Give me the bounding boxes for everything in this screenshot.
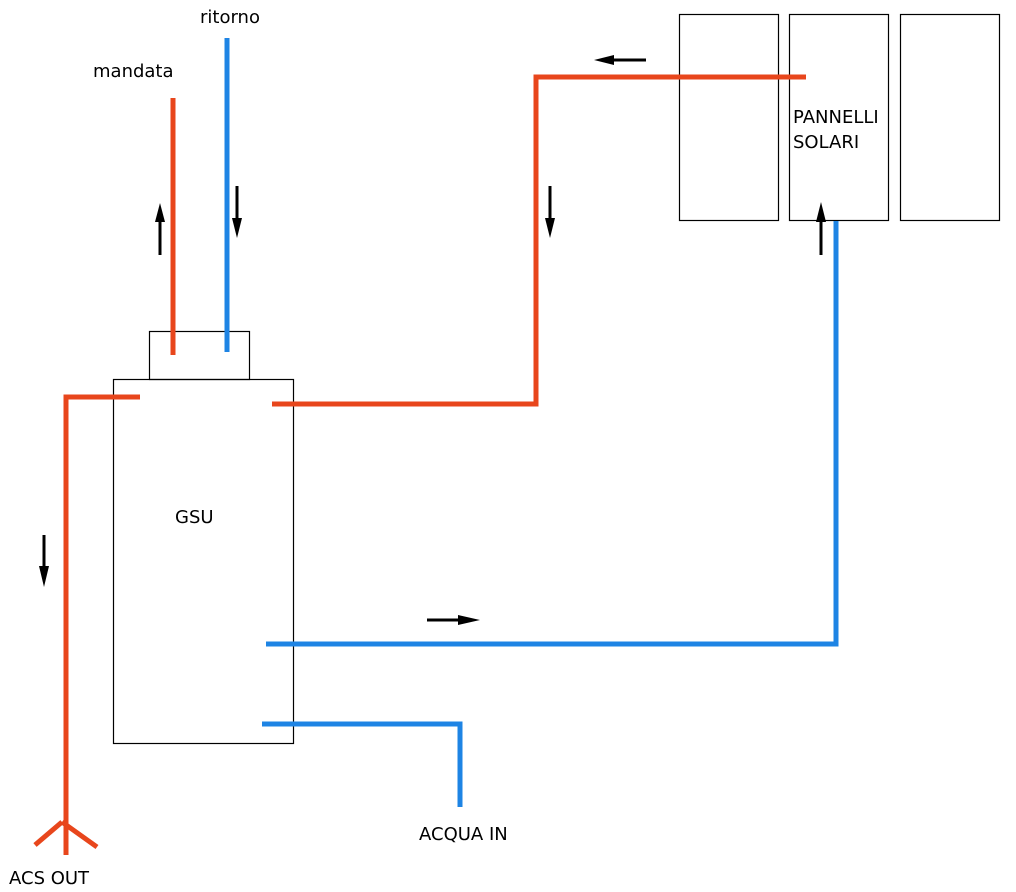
gsu-top-connector (148, 330, 251, 381)
arrow-up-icon (816, 202, 826, 255)
arrow-down-icon (232, 186, 242, 238)
pipe-solar-cold (266, 221, 839, 647)
label-acqua-in: ACQUA IN (419, 824, 508, 845)
label-ritorno: ritorno (200, 7, 260, 28)
label-acs-out: ACS OUT (9, 868, 90, 889)
label-mandata: mandata (93, 61, 174, 82)
label-solari: SOLARI (793, 132, 859, 153)
pipe-acqua-in (262, 721, 463, 807)
pipe-solar-hot (272, 74, 806, 407)
arrow-right-icon (427, 615, 480, 625)
acs-out-tap-icon (33, 819, 99, 850)
gsu-boiler (112, 378, 295, 745)
arrow-down-icon (545, 186, 555, 238)
solar-panel-2 (788, 13, 890, 222)
arrow-left-icon (594, 55, 646, 65)
arrow-up-icon (155, 203, 165, 255)
label-pannelli: PANNELLI (793, 107, 879, 128)
solar-panel-3 (899, 13, 1001, 222)
label-gsu: GSU (175, 507, 214, 528)
arrow-down-icon (39, 535, 49, 587)
solar-panel-1 (678, 13, 780, 222)
pipe-acs-out (63, 394, 140, 855)
